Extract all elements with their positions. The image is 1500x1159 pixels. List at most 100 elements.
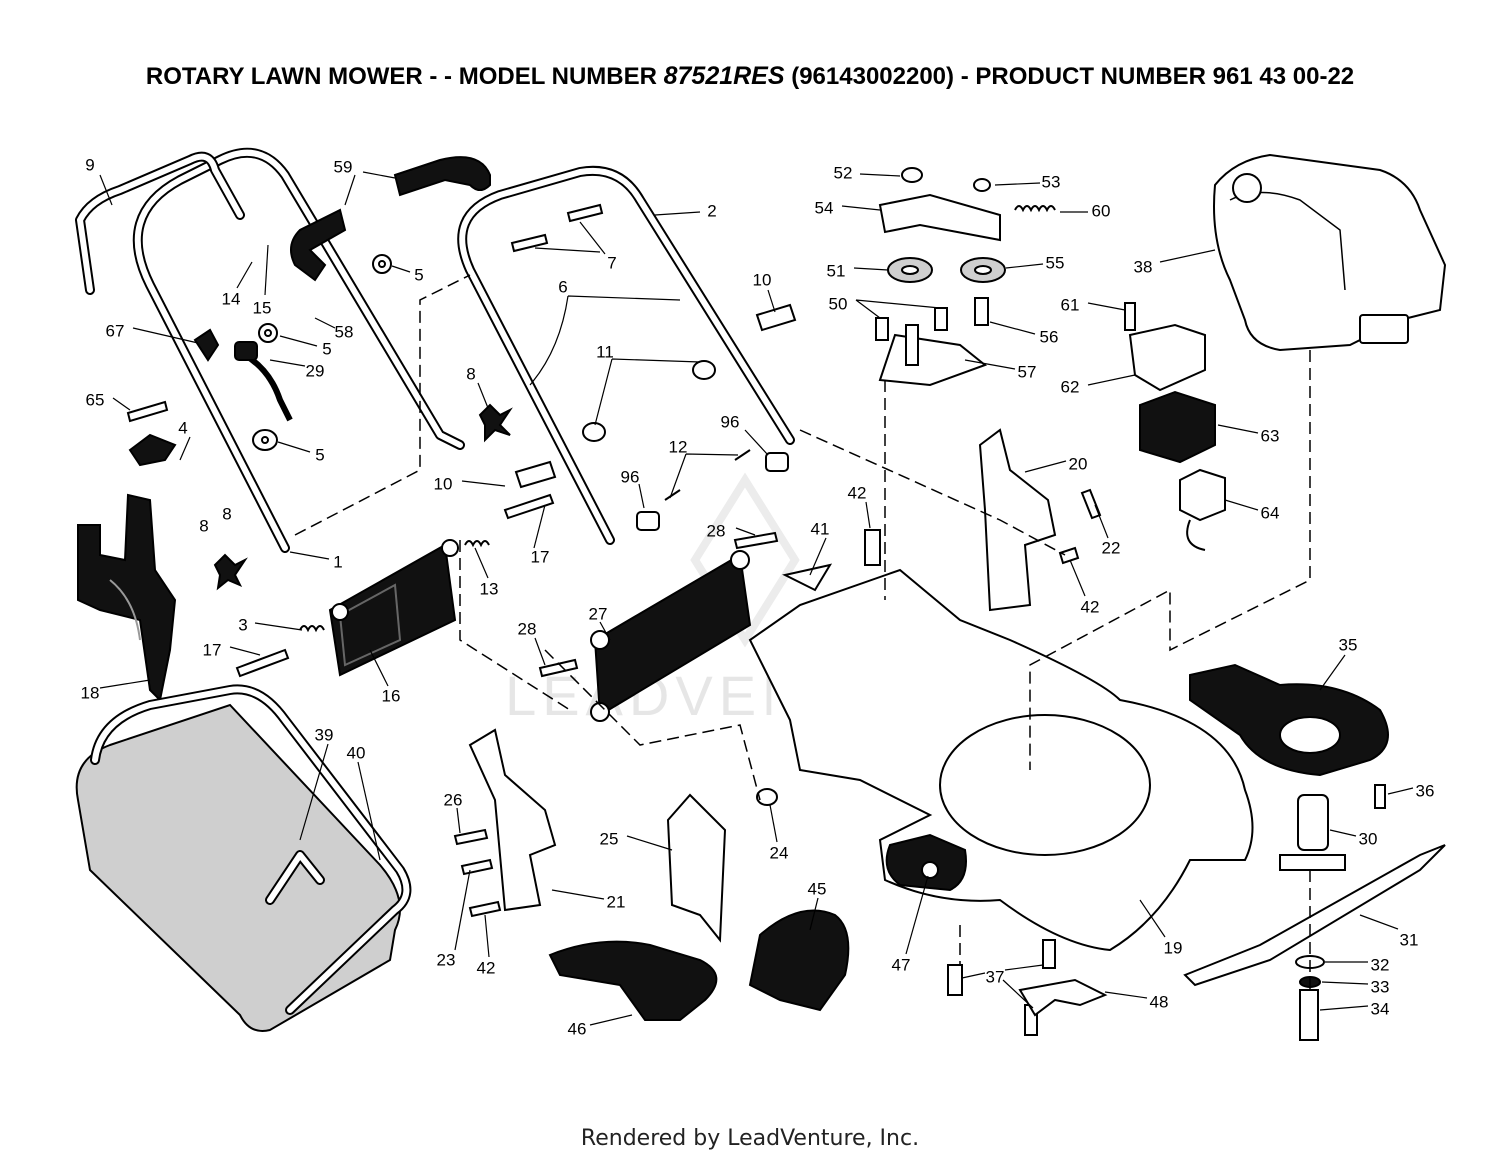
part-callout-58: 58 — [335, 322, 354, 341]
battery-63 — [1139, 390, 1216, 464]
title-suffix: (96143002200) - PRODUCT NUMBER 961 43 00… — [784, 63, 1355, 90]
part-callout-1: 1 — [333, 552, 342, 571]
part-callout-32: 32 — [1371, 955, 1390, 974]
part-callout-4: 4 — [178, 418, 187, 437]
mower-deck-19 — [748, 568, 1254, 952]
part-callout-55: 55 — [1046, 253, 1065, 272]
drive-bracket-54 — [878, 193, 1001, 242]
part-callout-53: 53 — [1042, 172, 1061, 191]
part-callout-40: 40 — [347, 743, 366, 762]
model-number: 87521RES — [663, 62, 785, 90]
rear-door-16 — [328, 539, 459, 677]
grass-catcher — [75, 684, 412, 1032]
part-callout-60: 60 — [1092, 201, 1111, 220]
part-callout-9: 9 — [85, 155, 94, 174]
engine-38 — [1213, 153, 1447, 352]
part-callout-17: 17 — [531, 547, 550, 566]
part-callout-12: 12 — [669, 437, 688, 456]
hose-59 — [290, 156, 491, 282]
part-callout-63: 63 — [1261, 426, 1280, 445]
hardware-washers — [252, 254, 778, 806]
part-callout-29: 29 — [306, 361, 325, 380]
leader-lines — [99, 171, 1414, 1026]
part-callout-28: 28 — [707, 521, 726, 540]
part-callout-3: 3 — [238, 615, 247, 634]
hardware-bolts — [126, 203, 1386, 1041]
part-callout-11: 11 — [596, 342, 614, 361]
part-callout-50: 50 — [829, 294, 848, 313]
handle-knobs — [128, 328, 513, 591]
part-callout-5: 5 — [315, 445, 324, 464]
page-title: ROTARY LAWN MOWER - - MODEL NUMBER 87521… — [0, 62, 1500, 91]
part-callout-23: 23 — [437, 950, 456, 969]
bracket-48 — [1018, 978, 1108, 1017]
part-callout-56: 56 — [1040, 327, 1059, 346]
part-callout-8: 8 — [222, 504, 231, 523]
cable-29 — [234, 341, 293, 422]
part-callout-18: 18 — [81, 683, 100, 702]
part-callout-6: 6 — [558, 277, 567, 296]
side-cover-45 — [748, 909, 850, 1012]
part-callout-21: 21 — [607, 892, 626, 911]
assembly-lines — [294, 274, 1311, 990]
part-callout-14: 14 — [222, 289, 241, 308]
part-callout-38: 38 — [1134, 257, 1153, 276]
part-callout-35: 35 — [1339, 635, 1358, 654]
watermark-logo — [690, 472, 800, 648]
part-callout-8: 8 — [466, 364, 475, 383]
title-prefix: ROTARY LAWN MOWER - - MODEL NUMBER — [145, 63, 664, 90]
part-callout-42: 42 — [1081, 597, 1100, 616]
part-callout-64: 64 — [1261, 503, 1280, 522]
part-callout-7: 7 — [607, 253, 616, 272]
blade-adapter-30 — [1279, 794, 1346, 871]
part-callout-20: 20 — [1069, 454, 1088, 473]
part-callout-47: 47 — [892, 955, 911, 974]
starter-62 — [1128, 323, 1206, 392]
part-callout-26: 26 — [444, 790, 463, 809]
lower-handle — [457, 165, 795, 545]
height-adjuster-21 — [468, 728, 557, 912]
part-callout-42: 42 — [477, 958, 496, 977]
part-callout-41: 41 — [811, 519, 830, 538]
part-callout-2: 2 — [707, 201, 716, 220]
part-callout-10: 10 — [434, 474, 453, 493]
part-callout-61: 61 — [1061, 295, 1080, 314]
part-callout-37: 37 — [986, 967, 1005, 986]
part-callout-10: 10 — [753, 270, 772, 289]
pulleys — [887, 167, 1006, 283]
part-callout-33: 33 — [1371, 977, 1390, 996]
part-callout-13: 13 — [480, 579, 499, 598]
height-adjuster-20 — [978, 428, 1057, 612]
part-callout-16: 16 — [382, 686, 401, 705]
part-callout-39: 39 — [315, 725, 334, 744]
mulch-plug-46 — [548, 940, 718, 1021]
handle-bail — [75, 151, 245, 295]
part-callout-45: 45 — [808, 879, 827, 898]
part-callout-30: 30 — [1359, 829, 1378, 848]
part-callout-54: 54 — [815, 198, 834, 217]
part-callout-96: 96 — [621, 467, 640, 486]
upper-handle — [132, 147, 465, 553]
side-shield-25 — [666, 793, 727, 943]
part-callout-52: 52 — [834, 163, 853, 182]
rear-deflector-18 — [77, 493, 177, 703]
footer-credit: Rendered by LeadVenture, Inc. — [580, 1126, 920, 1151]
part-callout-15: 15 — [253, 298, 272, 317]
part-callout-96: 96 — [721, 412, 740, 431]
part-callout-24: 24 — [770, 843, 789, 862]
part-callout-17: 17 — [203, 640, 222, 659]
part-callout-5: 5 — [414, 265, 423, 284]
part-callout-19: 19 — [1164, 938, 1183, 957]
part-callout-34: 34 — [1371, 999, 1390, 1018]
part-callout-31: 31 — [1400, 930, 1419, 949]
part-callout-51: 51 — [827, 261, 846, 280]
part-callout-57: 57 — [1018, 362, 1037, 381]
part-callout-28: 28 — [518, 619, 537, 638]
axle-guard-27 — [590, 550, 752, 722]
charger-64 — [1179, 468, 1226, 551]
label-41 — [782, 563, 833, 592]
part-callout-5: 5 — [322, 339, 331, 358]
part-callout-62: 62 — [1061, 377, 1080, 396]
